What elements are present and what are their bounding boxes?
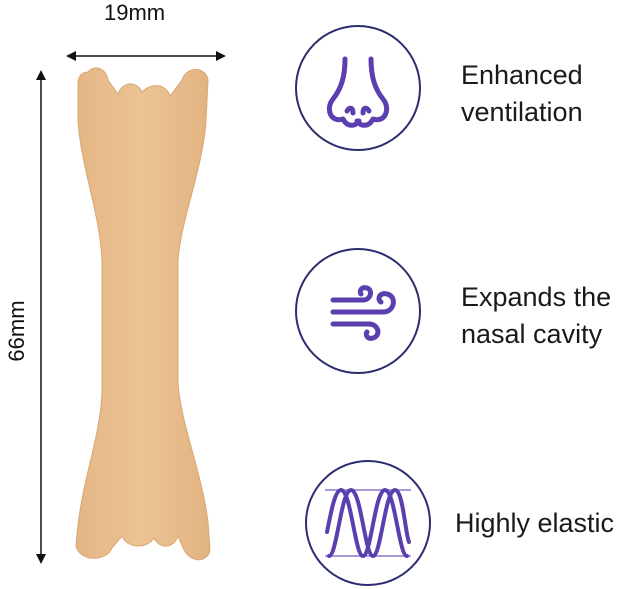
height-dimension-label: 66mm xyxy=(4,300,29,362)
nose-icon xyxy=(326,56,390,128)
feature-circle-elastic xyxy=(305,460,431,586)
feature-circle-ventilation xyxy=(295,25,421,151)
feature-line: ventilation xyxy=(461,97,583,127)
feature-line: Highly elastic xyxy=(455,508,615,538)
feature-text-cavity: Expands the nasal cavity xyxy=(461,279,611,353)
feature-line: nasal cavity xyxy=(461,319,603,349)
feature-text-elastic: Highly elastic xyxy=(455,505,614,542)
feature-circle-cavity xyxy=(295,248,421,374)
feature-text-ventilation: Enhanced ventilation xyxy=(461,57,583,131)
airflow-icon xyxy=(330,285,396,341)
feature-line: Enhanced xyxy=(461,60,583,90)
nasal-strip-image xyxy=(75,67,211,561)
feature-line: Expands the xyxy=(461,282,612,312)
width-dimension-label: 19mm xyxy=(104,0,166,25)
strip-shape xyxy=(75,67,211,561)
elastic-waves-icon xyxy=(325,487,411,559)
